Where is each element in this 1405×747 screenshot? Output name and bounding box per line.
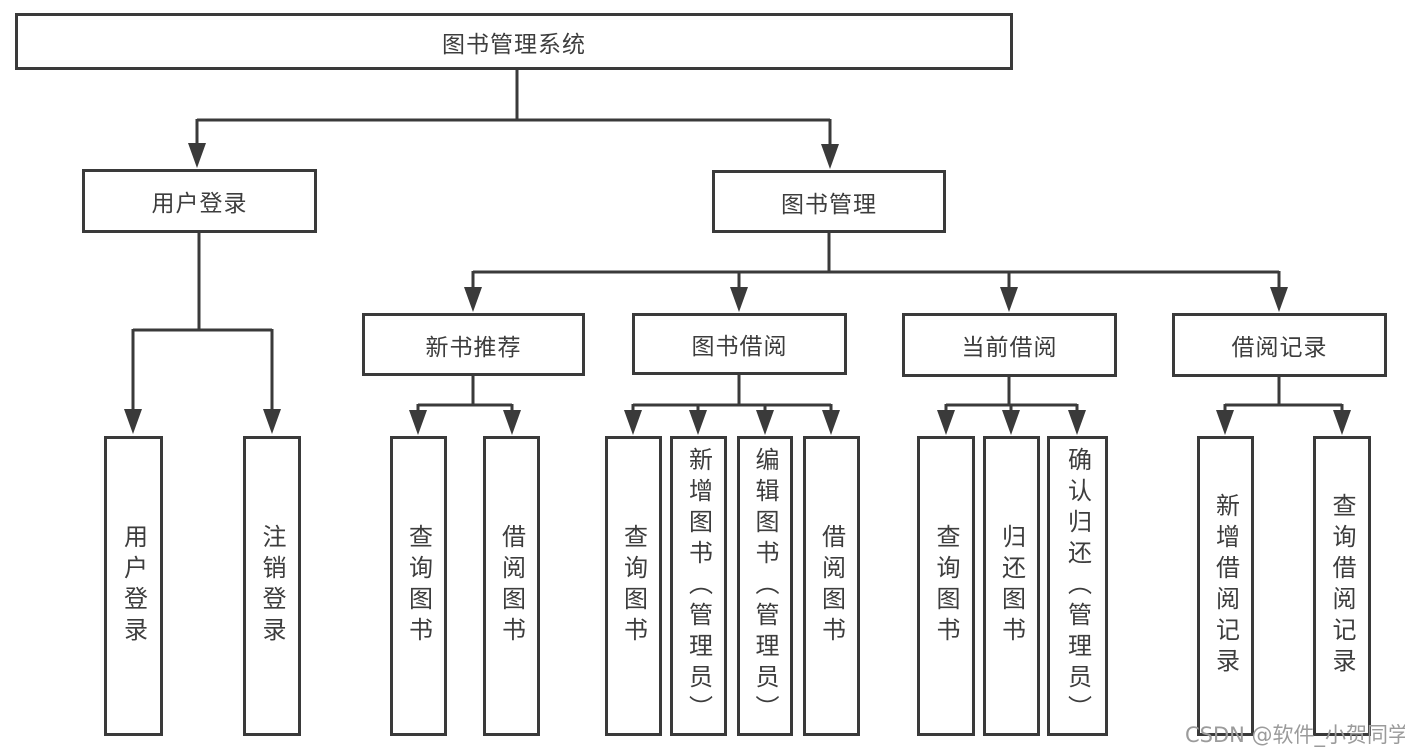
node-new-book-recommend: 新书推荐	[362, 313, 585, 376]
leaf-add-borrow-record-label: 新增借阅记录	[1211, 493, 1240, 679]
leaf-edit-book-admin-label: 编辑图书（管理员）	[751, 446, 779, 726]
leaf-confirm-return-admin-label: 确认归还（管理员）	[1063, 446, 1092, 726]
leaf-query-book-recommend: 查询图书	[390, 436, 447, 736]
node-book-management-label: 图书管理	[781, 191, 877, 218]
leaf-user-login: 用户登录	[104, 436, 163, 736]
leaf-query-book-borrow: 查询图书	[605, 436, 662, 736]
leaf-user-login-label: 用户登录	[119, 524, 148, 648]
leaf-logout: 注销登录	[243, 436, 301, 736]
node-user-login: 用户登录	[82, 169, 317, 233]
leaf-logout-label: 注销登录	[258, 524, 286, 648]
leaf-return-book: 归还图书	[983, 436, 1040, 736]
node-borrow-records: 借阅记录	[1172, 313, 1387, 377]
leaf-confirm-return-admin: 确认归还（管理员）	[1047, 436, 1108, 736]
node-library-system-label: 图书管理系统	[442, 31, 586, 58]
leaf-borrow-book-label: 借阅图书	[817, 524, 846, 648]
node-borrow-records-label: 借阅记录	[1231, 335, 1328, 361]
leaf-borrow-book-recommend-label: 借阅图书	[497, 524, 526, 648]
node-library-system: 图书管理系统	[15, 13, 1013, 70]
leaf-query-book-borrow-label: 查询图书	[619, 524, 648, 648]
leaf-query-book-recommend-label: 查询图书	[404, 524, 433, 648]
leaf-query-book-current: 查询图书	[917, 436, 975, 736]
leaf-add-borrow-record: 新增借阅记录	[1197, 436, 1254, 736]
node-current-borrow-label: 当前借阅	[961, 335, 1058, 361]
node-current-borrow: 当前借阅	[902, 313, 1117, 377]
node-new-book-recommend-label: 新书推荐	[425, 334, 522, 361]
leaf-edit-book-admin: 编辑图书（管理员）	[737, 436, 793, 736]
leaf-return-book-label: 归还图书	[997, 524, 1026, 648]
leaf-add-book-admin: 新增图书（管理员）	[670, 436, 727, 736]
leaf-borrow-book: 借阅图书	[803, 436, 860, 736]
leaf-add-book-admin-label: 新增图书（管理员）	[684, 446, 713, 726]
node-book-borrow-label: 图书借阅	[691, 334, 788, 360]
csdn-watermark: CSDN @软件_小贺同学	[1185, 723, 1405, 747]
leaf-query-borrow-record-label: 查询借阅记录	[1328, 493, 1356, 679]
leaf-query-borrow-record: 查询借阅记录	[1313, 436, 1371, 736]
leaf-borrow-book-recommend: 借阅图书	[483, 436, 540, 736]
node-book-management: 图书管理	[712, 170, 946, 233]
leaf-query-book-current-label: 查询图书	[932, 524, 960, 648]
node-user-login-label: 用户登录	[151, 191, 248, 217]
node-book-borrow: 图书借阅	[632, 313, 847, 375]
